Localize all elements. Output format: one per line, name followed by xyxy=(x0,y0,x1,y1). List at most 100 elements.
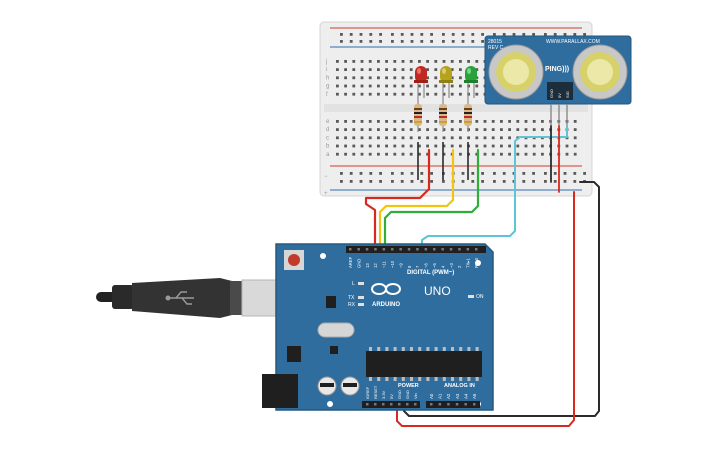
breadboard-hole xyxy=(401,92,405,96)
rail-hole xyxy=(451,33,455,36)
breadboard-hole xyxy=(541,144,544,148)
rail-hole xyxy=(340,180,343,183)
row-letter: e xyxy=(326,119,330,125)
breadboard-hole xyxy=(450,120,454,123)
transducer-right xyxy=(572,44,628,100)
rail-hole xyxy=(442,40,445,43)
rail-hole xyxy=(471,172,475,175)
breadboard-hole xyxy=(401,144,405,148)
rail-hole xyxy=(349,180,353,183)
digital-pin-label: 13 xyxy=(365,263,370,268)
breadboard-hole xyxy=(516,128,520,131)
breadboard-hole xyxy=(336,152,339,156)
sensor-brand: PING))) xyxy=(545,66,569,73)
breadboard-hole xyxy=(360,144,364,148)
digital-pin-label: TX▸1 xyxy=(466,258,471,268)
rail-hole xyxy=(563,172,567,175)
breadboard-hole xyxy=(377,136,380,140)
rail-hole xyxy=(400,40,404,43)
breadboard-hole xyxy=(368,128,372,131)
breadboard-hole xyxy=(475,84,479,88)
chip-pin xyxy=(401,347,405,351)
breadboard-hole xyxy=(409,60,413,63)
power-pin xyxy=(414,403,417,406)
digital-pin xyxy=(357,248,360,251)
rail-hole xyxy=(493,33,496,36)
rail-hole xyxy=(379,180,382,183)
digital-pin xyxy=(416,248,419,251)
breadboard-hole xyxy=(475,68,479,71)
breadboard-hole xyxy=(377,92,380,96)
breadboard-hole xyxy=(344,144,347,148)
breadboard-hole xyxy=(336,92,339,96)
rail-hole xyxy=(502,172,506,175)
breadboard-hole xyxy=(508,152,511,156)
chip-pin xyxy=(467,347,471,351)
breadboard-hole xyxy=(377,152,380,156)
power-pin-label: 5V xyxy=(389,394,394,399)
breadboard-hole xyxy=(442,92,446,96)
row-letter: d xyxy=(326,127,329,133)
breadboard-hole xyxy=(393,136,397,140)
digital-pin-label: RX◂0 xyxy=(474,257,479,268)
rail-hole xyxy=(471,33,475,36)
breadboard-hole xyxy=(385,144,388,148)
row-letter: b xyxy=(326,144,330,150)
breadboard-hole xyxy=(467,60,470,63)
breadboard-hole xyxy=(393,152,397,156)
breadboard-hole xyxy=(500,128,503,131)
breadboard-hole xyxy=(401,128,405,131)
breadboard-hole xyxy=(409,128,413,131)
rail-hole xyxy=(379,33,382,36)
sensor-pin-gnd: GND xyxy=(549,89,554,98)
breadboard-hole xyxy=(385,76,388,80)
breadboard-hole xyxy=(508,120,511,123)
capacitors xyxy=(317,376,360,396)
power-pin-label: 3.3V xyxy=(381,390,386,399)
breadboard-hole xyxy=(401,68,405,71)
breadboard-hole xyxy=(360,128,364,131)
breadboard-hole xyxy=(368,144,372,148)
breadboard-hole xyxy=(541,128,544,131)
breadboard-hole xyxy=(483,144,487,148)
breadboard-hole xyxy=(368,84,372,88)
breadboard-hole xyxy=(360,136,364,140)
breadboard-hole xyxy=(377,144,380,148)
chip-pin xyxy=(369,377,372,381)
wires xyxy=(364,125,600,427)
rail-hole xyxy=(410,172,414,175)
rail-hole xyxy=(391,180,394,183)
rail-hole xyxy=(583,33,586,36)
breadboard-hole xyxy=(385,128,388,131)
breadboard-hole xyxy=(401,76,405,80)
rail-plus-label: + xyxy=(324,191,328,197)
power-pin xyxy=(374,403,377,406)
rail-hole xyxy=(349,40,353,43)
breadboard-hole xyxy=(368,92,372,96)
breadboard-hole xyxy=(450,144,454,148)
breadboard-hole xyxy=(352,84,356,88)
breadboard-hole xyxy=(500,120,503,123)
digital-pin xyxy=(449,248,453,251)
rail-hole xyxy=(430,180,433,183)
breadboard-hole xyxy=(516,152,520,156)
breadboard-hole xyxy=(344,76,347,80)
breadboard-hole xyxy=(442,136,446,140)
power-pin-label: GND xyxy=(397,390,402,399)
rail-hole xyxy=(379,40,382,43)
breadboard-hole xyxy=(393,144,397,148)
breadboard-hole xyxy=(368,76,372,80)
breadboard-hole xyxy=(393,84,397,88)
breadboard-hole xyxy=(491,136,495,140)
breadboard-hole xyxy=(508,144,511,148)
breadboard-hole xyxy=(434,60,438,63)
breadboard-hole xyxy=(500,136,503,140)
rail-hole xyxy=(481,172,484,175)
wire-yellow-pin12 xyxy=(378,148,455,252)
digital-pin-label: ~3 xyxy=(449,263,454,268)
row-letter: h xyxy=(326,75,329,81)
chip-pin xyxy=(467,377,471,381)
chip-pin xyxy=(434,377,438,381)
